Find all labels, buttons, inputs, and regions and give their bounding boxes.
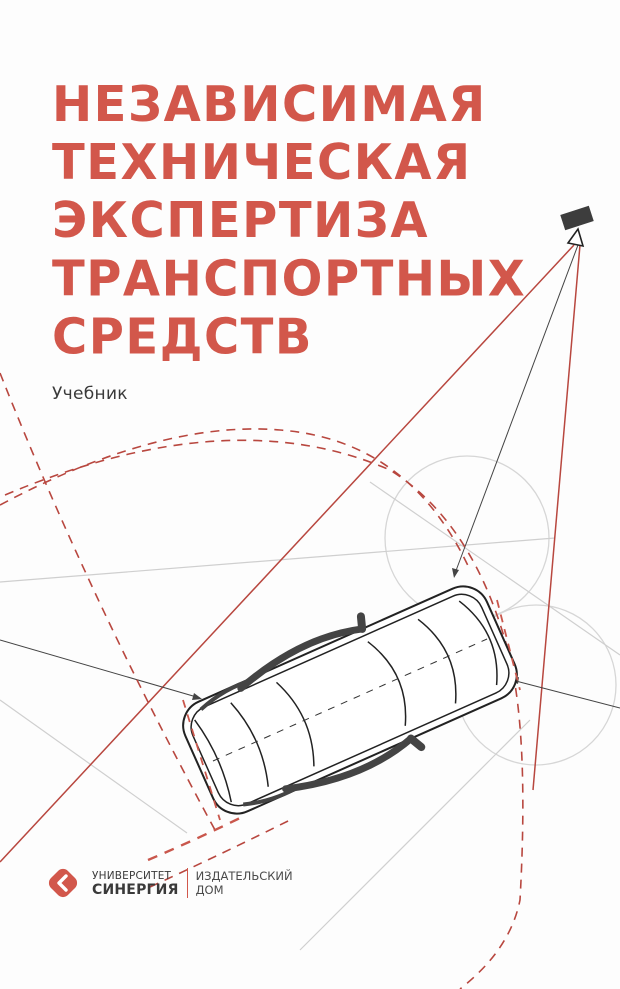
book-title: НЕЗАВИСИМАЯ ТЕХНИЧЕСКАЯ ЭКСПЕРТИЗА ТРАНС… [52, 76, 526, 367]
book-subtitle: Учебник [52, 384, 128, 404]
synergy-logo-icon [46, 866, 80, 900]
camera-icon [560, 205, 594, 248]
title-line: СРЕДСТВ [52, 308, 313, 366]
publisher-division-line1: ИЗДАТЕЛЬСКИЙ [195, 869, 293, 883]
title-line: ТЕХНИЧЕСКАЯ [52, 134, 472, 192]
measure-arrows [0, 244, 620, 709]
publisher-division-line2: ДОМ [195, 883, 224, 897]
title-line: ТРАНСПОРТНЫХ [52, 250, 527, 308]
logo-divider [186, 868, 188, 898]
title-line: ЭКСПЕРТИЗА [52, 192, 429, 250]
guide-lines [0, 481, 620, 951]
publisher-line2: СИНЕРГИЯ [92, 882, 179, 898]
sight-lines [0, 244, 581, 863]
dashed-arcs [0, 372, 524, 989]
bottom-dash [147, 816, 241, 862]
car-topview-icon [182, 585, 518, 815]
publisher-logo: УНИВЕРСИТЕТ СИНЕРГИЯ ИЗДАТЕЛЬСКИЙ ДОМ [46, 866, 293, 900]
car-bounds [182, 599, 521, 821]
publisher-line1: УНИВЕРСИТЕТ [92, 870, 172, 882]
title-line: НЕЗАВИСИМАЯ [52, 76, 487, 134]
